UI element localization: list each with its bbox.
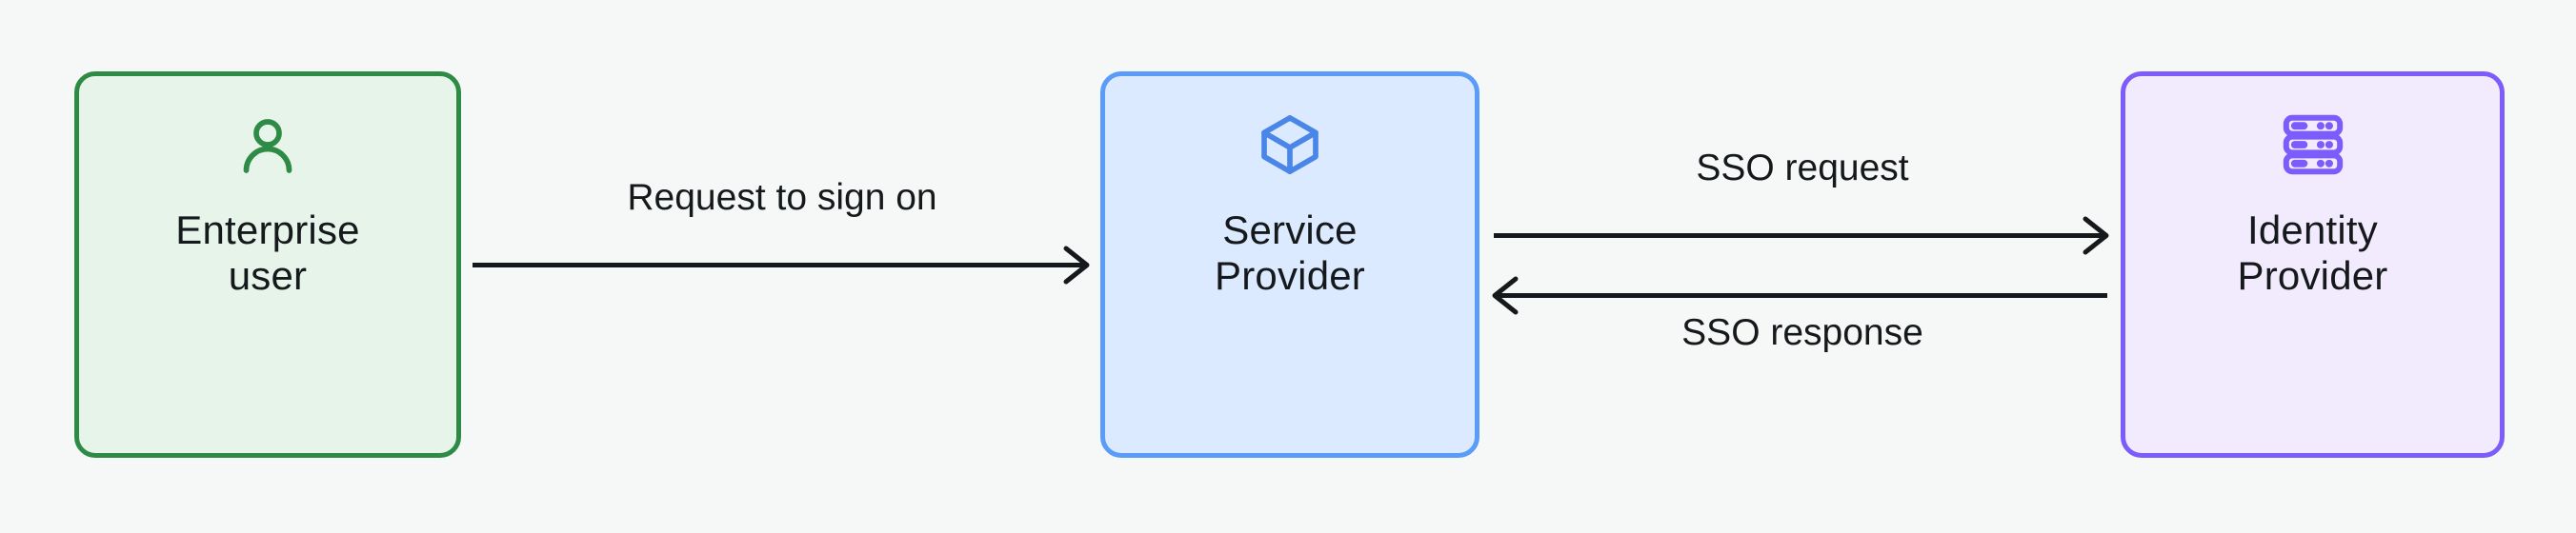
server-rack-icon (2283, 114, 2343, 175)
edge-label-request-to-sign-on: Request to sign on (627, 177, 937, 218)
node-identity-provider-label: Identity Provider (2237, 207, 2388, 298)
user-icon (243, 119, 292, 173)
cube-icon (1261, 114, 1318, 175)
node-enterprise-user[interactable]: Enterprise user (74, 71, 461, 458)
arrow-sso-request (1494, 216, 2109, 255)
node-service-provider[interactable]: Service Provider (1100, 71, 1479, 458)
node-identity-provider[interactable]: Identity Provider (2121, 71, 2505, 458)
edge-label-sso-response: SSO response (1681, 312, 1923, 353)
arrow-sso-response (1492, 276, 2107, 315)
node-service-provider-label: Service Provider (1215, 207, 1365, 298)
arrow-request-to-sign-on (473, 246, 1090, 285)
edge-label-sso-request: SSO request (1696, 148, 1909, 188)
node-enterprise-user-label: Enterprise user (175, 207, 360, 298)
